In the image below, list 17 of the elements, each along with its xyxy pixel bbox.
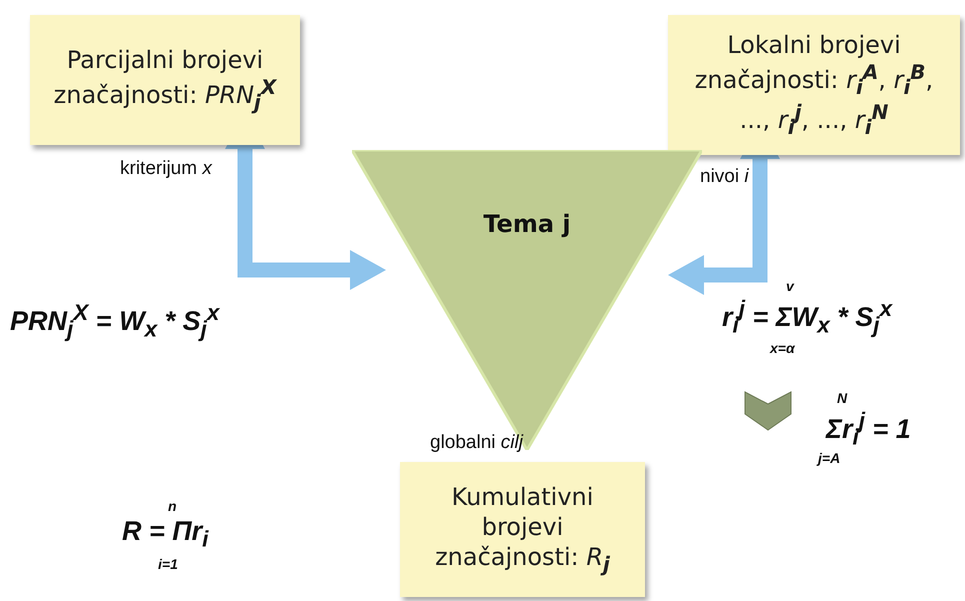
sticky-note [30,15,300,145]
formula-limit: x=α [770,340,795,356]
triangle-label: Tema j [482,210,572,238]
sticky-note [668,15,960,155]
formula: R = Πr$_{i}$ [122,516,208,552]
edge-label: kriterijum x [120,158,212,180]
caption-text: globalni cilj [430,432,523,454]
edge-label: nivoi i [700,166,749,188]
formula-limit: v [786,278,794,294]
formula-limit: j=A [818,450,840,466]
formula-limit: n [168,498,177,514]
sticky-note [400,462,645,597]
formula: Σr$_{i}$$^{j}$ = 1 [826,408,911,450]
note-text: Kumulativni brojevi značajnosti: R$_{j}$ [434,482,611,577]
formula-limit: N [837,390,848,406]
inverted-triangle [352,150,702,450]
formula-limit: i=1 [158,556,178,572]
